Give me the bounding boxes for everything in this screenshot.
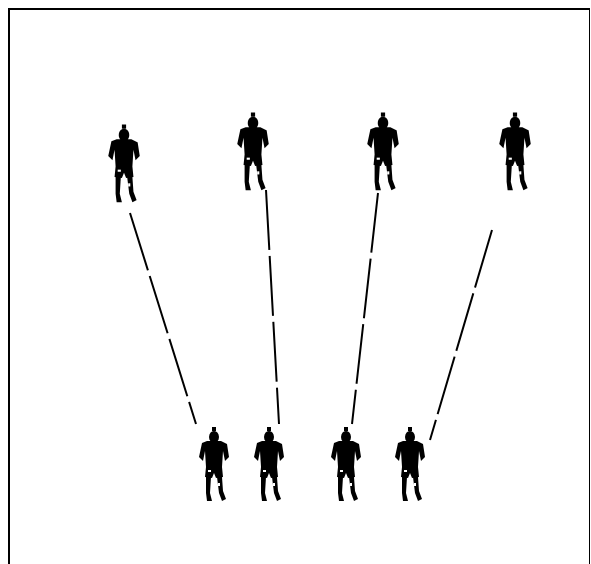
connection-line-top-2-to-bottom-2 [266, 190, 279, 424]
player-figure-icon [367, 113, 399, 191]
top-player-3 [367, 113, 399, 191]
connection-line-top-1-to-bottom-1 [130, 213, 196, 424]
bottom-player-1 [199, 427, 229, 501]
bottom-player-4 [395, 427, 425, 501]
top-row-players [108, 113, 531, 203]
connection-line-top-3-to-bottom-3 [352, 193, 378, 424]
bottom-row-players [199, 427, 425, 501]
player-figure-icon [499, 113, 531, 191]
connection-line-top-4-to-bottom-4 [430, 230, 492, 440]
player-figure-icon [331, 427, 361, 501]
top-player-4 [499, 113, 531, 191]
player-figure-icon [237, 113, 269, 191]
bottom-player-2 [254, 427, 284, 501]
player-figure-icon [199, 427, 229, 501]
bottom-player-3 [331, 427, 361, 501]
player-figure-icon [395, 427, 425, 501]
top-player-2 [237, 113, 269, 191]
connection-lines [130, 190, 492, 440]
player-figure-icon [254, 427, 284, 501]
player-figure-icon [108, 125, 140, 203]
top-player-1 [108, 125, 140, 203]
